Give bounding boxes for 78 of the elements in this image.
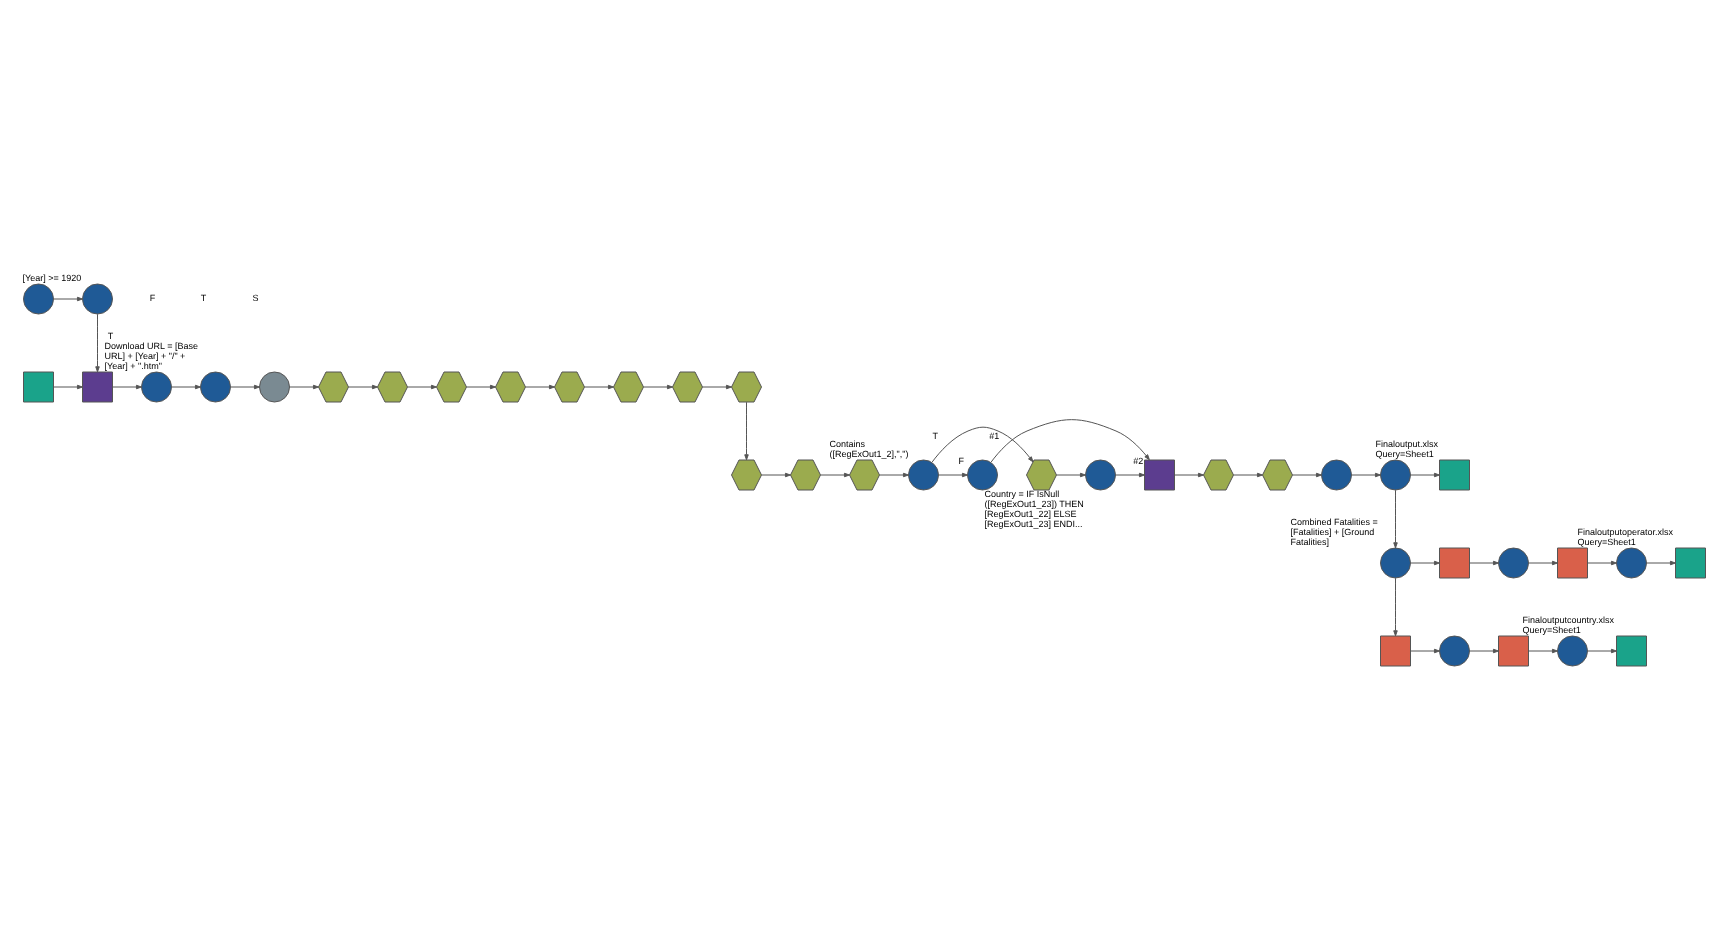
arrow [584,384,614,390]
node-circle [82,283,113,315]
arrow [289,384,319,390]
arrow [1056,472,1086,478]
node-circle [1498,547,1529,579]
arrow [1587,648,1617,654]
arrow [938,472,968,478]
node-hexagon [790,459,821,491]
arrow [1233,472,1263,478]
node-circle [1085,459,1116,491]
arrow [931,426,1034,463]
node-circle [1380,547,1411,579]
node-circle [141,371,172,403]
arrow [53,384,83,390]
arrow [702,384,732,390]
node-circle [967,459,998,491]
arrow [990,419,1150,463]
arrow [1528,648,1558,654]
node-circle [259,371,290,403]
arrow [112,384,142,390]
node-circle [1380,459,1411,491]
arrow [1646,560,1676,566]
node-circle [200,371,231,403]
node-box [1380,635,1411,667]
arrow [407,384,437,390]
node-hexagon [1203,459,1234,491]
arrow [1587,560,1617,566]
node-circle [1439,635,1470,667]
node-hexagon [672,371,703,403]
node-box [1675,547,1706,579]
arrow [1115,472,1145,478]
arrow [95,313,100,373]
node-box [1498,635,1529,667]
arrow [1393,489,1398,549]
node-hexagon [495,371,526,403]
node-box [1439,459,1470,491]
node-box [1144,459,1175,491]
node-hexagon [1026,459,1057,491]
arrow [1410,648,1440,654]
node-hexagon [849,459,880,491]
node-circle [23,283,54,315]
arrow [230,384,260,390]
node-box [23,371,54,403]
arrow [525,384,555,390]
node-hexagon [731,371,762,403]
arrow [1469,560,1499,566]
node-circle [908,459,939,491]
arrow [744,401,749,461]
node-hexagon [318,371,349,403]
node-hexagon [377,371,408,403]
node-hexagon [731,459,762,491]
arrow [879,472,909,478]
node-box [1616,635,1647,667]
arrow [466,384,496,390]
arrow [1393,577,1398,637]
arrow [820,472,850,478]
node-hexagon [613,371,644,403]
node-box [1439,547,1470,579]
arrow [1469,648,1499,654]
arrow [761,472,791,478]
arrow [53,296,83,302]
node-box [82,371,113,403]
node-circle [1321,459,1352,491]
node-circle [1616,547,1647,579]
node-hexagon [436,371,467,403]
arrow [1351,472,1381,478]
arrow [1174,472,1204,478]
node-hexagon [554,371,585,403]
arrow [643,384,673,390]
arrow [171,384,201,390]
arrow [1528,560,1558,566]
node-hexagon [1262,459,1293,491]
node-circle [1557,635,1588,667]
arrow [1410,472,1440,478]
arrow [348,384,378,390]
arrow [1292,472,1322,478]
node-box [1557,547,1588,579]
arrow [1410,560,1440,566]
